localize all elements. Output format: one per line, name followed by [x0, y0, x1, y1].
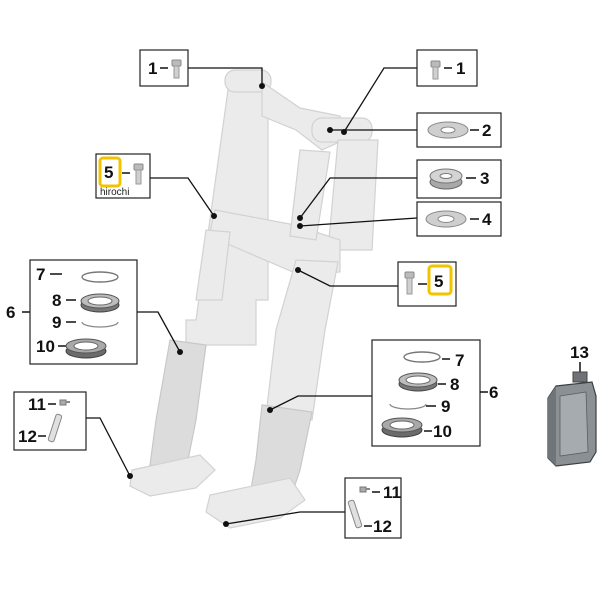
steering-stem	[289, 149, 331, 241]
callout-number: 12	[373, 517, 392, 536]
circlip-icon	[81, 321, 119, 328]
group-number: 6	[489, 383, 498, 402]
callout-5-left[interactable]: 5 hirochi	[95, 153, 151, 199]
right-fork-tube-lower	[265, 259, 339, 421]
oil-bottle-icon	[547, 371, 597, 467]
callout-number: 10	[36, 337, 55, 356]
callout-2[interactable]: 2	[416, 112, 502, 148]
small-screw-icon	[359, 486, 370, 493]
o-ring-icon	[81, 271, 119, 283]
left-axle-clamp	[129, 454, 216, 497]
callout-number: 1	[456, 59, 465, 78]
callout-number: 11	[383, 483, 401, 502]
right-axle-clamp	[205, 477, 306, 529]
callout-number: 7	[455, 351, 464, 370]
callout-5-right[interactable]: 5	[397, 261, 457, 307]
bolt-icon	[430, 60, 441, 80]
callout-11-12-right[interactable]: 11 12	[344, 477, 402, 539]
bolt-icon	[171, 59, 182, 79]
callout-number: 11	[28, 395, 46, 414]
pin-icon	[47, 413, 63, 443]
callout-number: 13	[570, 343, 589, 362]
callout-number: 8	[52, 291, 61, 310]
callout-1-right[interactable]: 1	[416, 49, 478, 87]
seal-ring-icon	[80, 293, 120, 313]
dust-seal-icon	[381, 417, 423, 438]
group-number: 6	[6, 303, 15, 322]
callout-number: 7	[36, 265, 45, 284]
callout-number: 5	[434, 272, 443, 291]
left-tube-mid	[195, 229, 231, 301]
front-fork-illustration	[129, 69, 379, 529]
callout-number: 4	[482, 210, 492, 229]
callout-group-6-right[interactable]: 6 7 8 9 10	[371, 339, 498, 447]
callout-1-left[interactable]: 1	[139, 49, 189, 87]
callout-3[interactable]: 3	[416, 159, 502, 199]
leader-lines	[86, 67, 418, 527]
dust-seal-icon	[65, 338, 107, 359]
left-slider	[149, 339, 207, 471]
small-screw-icon	[59, 399, 70, 406]
o-ring-icon	[403, 351, 441, 363]
callout-group-6-left[interactable]: 6 7 8 9 10	[6, 259, 138, 365]
highlight-marker	[427, 264, 453, 296]
highlight-marker	[98, 156, 122, 188]
washer-icon	[427, 121, 469, 139]
callout-number: 9	[52, 313, 61, 332]
callout-number: 3	[480, 169, 489, 188]
bolt-icon	[133, 163, 144, 185]
callout-4[interactable]: 4	[416, 201, 502, 237]
circlip-icon	[389, 403, 427, 410]
callout-13[interactable]: 13	[547, 343, 597, 467]
callout-number: 5	[104, 163, 113, 182]
callout-number: 10	[433, 422, 452, 441]
callout-number: 8	[450, 375, 459, 394]
callout-number: 2	[482, 121, 491, 140]
callout-number: 1	[148, 59, 157, 78]
seal-ring-icon	[398, 372, 438, 392]
bolt-icon	[404, 271, 415, 295]
callout-11-12-left[interactable]: 11 12	[13, 391, 87, 451]
pin-icon	[347, 499, 363, 529]
callout-number: 12	[18, 427, 37, 446]
bearing-icon	[429, 168, 463, 190]
callout-number: 9	[441, 397, 450, 416]
right-fork-tube-upper	[327, 139, 379, 251]
watermark-text: hirochi	[100, 187, 129, 198]
washer-icon	[425, 210, 467, 228]
